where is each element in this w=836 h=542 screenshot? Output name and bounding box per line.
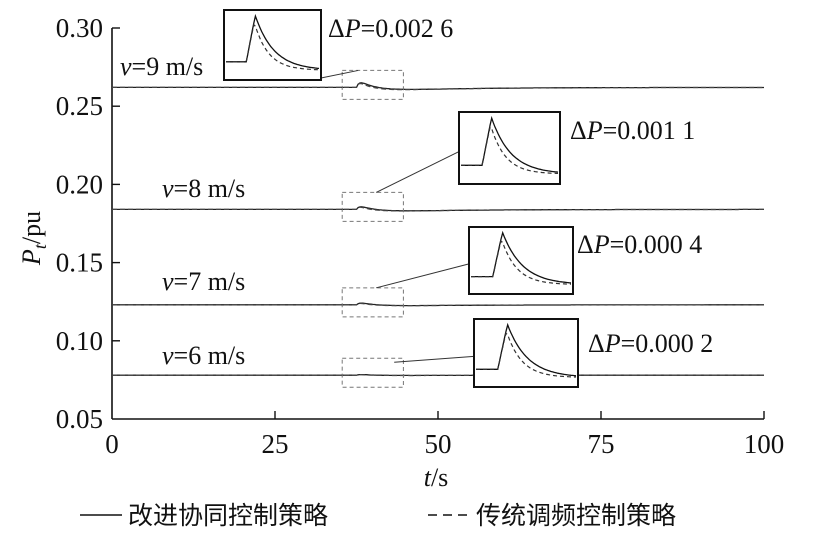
- delta-p-var: P: [593, 230, 610, 259]
- y-tick-label: 0.25: [56, 91, 103, 121]
- legend-solid-label: 改进协同控制策略: [128, 501, 328, 530]
- x-axis-unit: /s: [431, 463, 448, 492]
- y-axis-title: Pt/pu: [17, 211, 50, 266]
- y-tick-label: 0.20: [56, 169, 103, 199]
- delta-p-value: =0.002 6: [361, 14, 454, 43]
- zoom-window: [341, 69, 404, 100]
- speed-label: v=9 m/s: [120, 52, 203, 81]
- y-tick-label: 0.10: [56, 326, 103, 356]
- zoom-window: [341, 357, 404, 388]
- y-axis-unit: /pu: [17, 211, 46, 244]
- inset-box: [458, 111, 561, 185]
- zoom-connector: [375, 151, 460, 193]
- inset-box: [468, 226, 574, 295]
- legend: 改进协同控制策略 传统调频控制策略: [80, 501, 676, 530]
- delta-p-value: =0.000 2: [621, 329, 714, 358]
- series-line-improved: [112, 82, 764, 91]
- x-axis-var: t: [424, 463, 432, 492]
- delta-p-label: ΔP=0.001 1: [570, 116, 695, 145]
- delta-p-symbol: Δ: [588, 329, 605, 358]
- speed-label-rest: =9 m/s: [132, 52, 204, 81]
- delta-p-var: P: [344, 14, 361, 43]
- zoom-window: [341, 191, 404, 222]
- series-line-traditional: [112, 82, 764, 91]
- series-line-traditional: [112, 302, 764, 307]
- delta-p-label: ΔP=0.002 6: [328, 14, 453, 43]
- inset-line-traditional: [226, 23, 319, 71]
- zoom-connector: [376, 263, 470, 289]
- inset-line-traditional: [471, 240, 572, 285]
- inset-box: [223, 9, 322, 81]
- speed-label-rest: =6 m/s: [174, 341, 246, 370]
- speed-label-rest: =8 m/s: [174, 174, 246, 203]
- x-ticks: 0 25 50 75 100: [105, 411, 784, 459]
- zoom-connector: [394, 355, 475, 363]
- y-tick-label: 0.30: [56, 13, 103, 43]
- delta-p-symbol: Δ: [328, 14, 345, 43]
- delta-p-value: =0.001 1: [603, 116, 696, 145]
- speed-label: v=8 m/s: [162, 174, 245, 203]
- x-tick-label: 25: [262, 429, 289, 459]
- legend-dashed-label: 传统调频控制策略: [476, 501, 676, 530]
- label-layer: v=9 m/sΔP=0.002 6v=8 m/sΔP=0.001 1v=7 m/…: [120, 14, 713, 370]
- inset-line-traditional: [461, 126, 558, 174]
- y-axis-var: P: [17, 249, 46, 266]
- y-tick-label: 0.05: [56, 404, 103, 434]
- speed-label: v=6 m/s: [162, 341, 245, 370]
- delta-p-label: ΔP=0.000 4: [577, 230, 702, 259]
- speed-label-rest: =7 m/s: [174, 267, 246, 296]
- x-tick-label: 0: [105, 429, 119, 459]
- zoom-layer: [223, 9, 579, 388]
- x-tick-label: 50: [425, 429, 452, 459]
- y-ticks: 0.05 0.10 0.15 0.20 0.25 0.30: [56, 13, 120, 434]
- delta-p-symbol: Δ: [570, 116, 587, 145]
- speed-label-var: v: [162, 174, 174, 203]
- speed-label-var: v: [162, 267, 174, 296]
- speed-label-var: v: [120, 52, 132, 81]
- y-axis-sub: t: [30, 243, 50, 249]
- zoom-connector: [320, 69, 359, 79]
- speed-label-var: v: [162, 341, 174, 370]
- delta-p-label: ΔP=0.000 2: [588, 329, 713, 358]
- x-tick-label: 75: [588, 429, 615, 459]
- delta-p-symbol: Δ: [577, 230, 594, 259]
- series-layer: [112, 82, 764, 377]
- y-tick-label: 0.15: [56, 248, 103, 278]
- x-axis-title: t/s: [424, 463, 449, 492]
- inset-line-traditional: [476, 332, 576, 378]
- delta-p-var: P: [586, 116, 603, 145]
- delta-p-value: =0.000 4: [610, 230, 703, 259]
- delta-p-var: P: [604, 329, 621, 358]
- x-tick-label: 100: [744, 429, 785, 459]
- speed-label: v=7 m/s: [162, 267, 245, 296]
- series-line-traditional: [112, 374, 764, 377]
- zoom-window: [341, 287, 404, 318]
- series-line-traditional: [112, 206, 764, 212]
